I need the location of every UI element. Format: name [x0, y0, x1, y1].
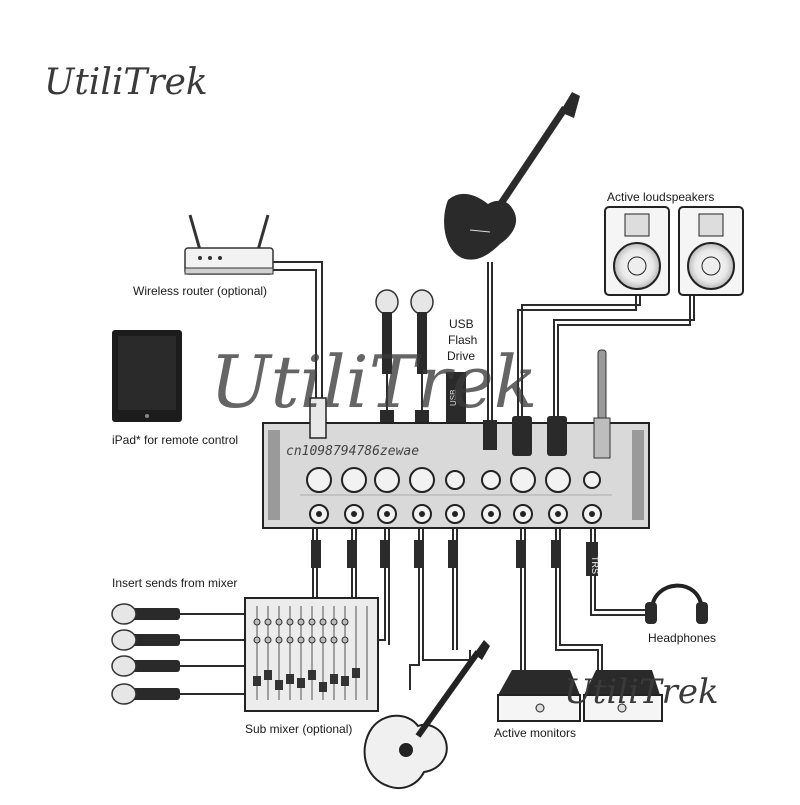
active-loudspeakers-label: Active loudspeakers [607, 190, 715, 204]
monitor-icon [497, 670, 663, 722]
wireless-router-icon [184, 214, 274, 275]
usb-stick-text: USB [449, 390, 458, 406]
sub-mixer-icon [244, 597, 379, 712]
usb-label-line2: Flash [448, 333, 478, 347]
usb-label-line3: Drive [447, 349, 476, 363]
bass-guitar-icon [444, 92, 580, 260]
digital-mixer-panel [262, 349, 650, 529]
watermark-brand-center: UtiliTrek [210, 340, 538, 424]
trs-tag: TRS [590, 556, 600, 574]
wireless-router-label: Wireless router (optional) [133, 284, 268, 298]
watermark-brand-bottom: UtiliTrek [564, 672, 719, 712]
loudspeaker-icon [604, 206, 744, 296]
sub-mixer-label: Sub mixer (optional) [245, 722, 353, 736]
tablet-icon [112, 330, 182, 422]
acoustic-guitar-icon [363, 640, 490, 790]
active-monitors-label: Active monitors [494, 726, 577, 740]
usb-label-line1: USB [449, 317, 474, 331]
insert-send-mics [111, 603, 180, 705]
headphones-icon [645, 583, 708, 624]
watermark-serial: cn1098794786zewae [286, 444, 420, 459]
insert-sends-label: Insert sends from mixer [112, 576, 238, 590]
cable-connectors [311, 540, 598, 576]
ipad-label: iPad* for remote control [112, 433, 239, 447]
headphones-label: Headphones [648, 631, 717, 645]
watermark-brand-top: UtiliTrek [44, 62, 208, 103]
